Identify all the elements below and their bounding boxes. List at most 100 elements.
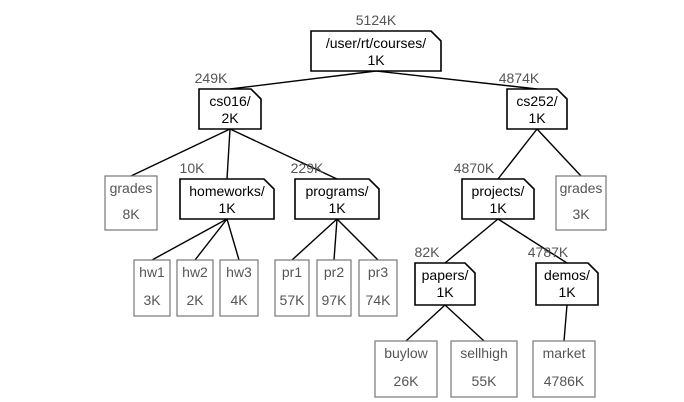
directory-name: homeworks/	[189, 183, 265, 199]
file-size: 4786K	[544, 373, 585, 389]
file-box	[450, 340, 518, 398]
directory-size: 1K	[436, 284, 454, 300]
file-node-grades-cs016[interactable]: grades 8K	[104, 175, 158, 231]
file-box	[133, 259, 171, 317]
file-size: 74K	[366, 292, 392, 308]
directory-box	[179, 178, 275, 220]
file-node-pr1[interactable]: pr1 57K	[274, 259, 310, 317]
directory-size: 1K	[558, 284, 576, 300]
directory-name: projects/	[472, 183, 525, 199]
file-name: hw1	[139, 264, 165, 280]
directory-name: /user/rt/courses/	[326, 35, 426, 51]
file-box	[374, 340, 438, 398]
file-node-sellhigh[interactable]: sellhigh 55K	[450, 340, 518, 398]
file-name: market	[543, 345, 586, 361]
tree-edges	[130, 70, 582, 342]
tree-nodes: /user/rt/courses/1K 5124K cs016/2K 249K cs25…	[104, 12, 607, 398]
directory-size: 1K	[218, 200, 236, 216]
file-box	[316, 259, 352, 317]
edge-cs016-grades-cs016	[130, 128, 231, 177]
directory-node-root[interactable]: /user/rt/courses/1K 5124K	[310, 12, 442, 72]
file-name: hw3	[226, 264, 252, 280]
file-name: buylow	[384, 345, 428, 361]
directory-node-homeworks[interactable]: homeworks/1K 10K	[179, 160, 275, 220]
file-node-buylow[interactable]: buylow 26K	[374, 340, 438, 398]
directory-box	[535, 262, 599, 306]
file-size: 57K	[280, 292, 306, 308]
file-size: 8K	[122, 206, 140, 222]
file-name: pr1	[282, 264, 302, 280]
edge-cs016-programs	[229, 128, 338, 180]
directory-name: cs016/	[209, 93, 250, 109]
edge-cs252-grades-cs252	[536, 128, 582, 177]
directory-name: papers/	[422, 267, 469, 283]
file-name: grades	[110, 180, 153, 196]
edge-root-cs252	[375, 70, 538, 90]
file-node-market[interactable]: market 4786K	[532, 340, 596, 398]
directory-size: 1K	[328, 200, 346, 216]
edge-projects-papers	[444, 218, 499, 264]
file-name: hw2	[182, 264, 208, 280]
directory-total-size: 10K	[180, 160, 206, 176]
file-size: 2K	[186, 292, 204, 308]
directory-total-size: 4874K	[499, 70, 540, 86]
directory-box	[461, 178, 535, 220]
directory-node-cs016[interactable]: cs016/2K 249K	[195, 70, 262, 130]
directory-name: demos/	[544, 267, 590, 283]
edge-homeworks-hw3	[226, 218, 240, 261]
file-box	[104, 175, 158, 231]
file-size: 3K	[143, 292, 161, 308]
file-name: pr2	[324, 264, 344, 280]
file-name: grades	[560, 180, 603, 196]
file-box	[555, 175, 607, 231]
edge-programs-pr1	[291, 218, 338, 261]
file-size: 3K	[572, 206, 590, 222]
file-box	[219, 259, 259, 317]
edge-homeworks-hw1	[151, 218, 228, 261]
edge-papers-buylow	[405, 304, 446, 342]
file-box	[532, 340, 596, 398]
edge-homeworks-hw2	[194, 218, 228, 261]
directory-size: 2K	[221, 110, 239, 126]
directory-total-size: 249K	[195, 70, 228, 86]
directory-size: 1K	[528, 110, 546, 126]
file-node-hw1[interactable]: hw1 3K	[133, 259, 171, 317]
file-node-hw2[interactable]: hw2 2K	[176, 259, 214, 317]
edge-cs016-homeworks	[226, 128, 231, 180]
directory-total-size: 4870K	[454, 160, 495, 176]
directory-box	[310, 30, 442, 72]
edge-programs-pr3	[336, 218, 379, 261]
edge-root-cs016	[229, 70, 377, 90]
directory-box	[414, 262, 476, 306]
file-size: 26K	[394, 373, 420, 389]
edge-papers-sellhigh	[444, 304, 485, 342]
file-box	[358, 259, 398, 317]
file-name: sellhigh	[460, 345, 507, 361]
directory-total-size: 4787K	[528, 244, 569, 260]
directory-name: programs/	[305, 183, 368, 199]
directory-node-projects[interactable]: projects/1K 4870K	[454, 160, 535, 220]
file-node-pr3[interactable]: pr3 74K	[358, 259, 398, 317]
file-size: 97K	[322, 292, 348, 308]
edge-programs-pr2	[333, 218, 338, 261]
directory-node-cs252[interactable]: cs252/1K 4874K	[499, 70, 568, 130]
file-node-hw3[interactable]: hw3 4K	[219, 259, 259, 317]
file-node-pr2[interactable]: pr2 97K	[316, 259, 352, 317]
file-size: 55K	[472, 373, 498, 389]
edge-demos-market	[563, 304, 568, 342]
file-size: 4K	[230, 292, 248, 308]
directory-size: 1K	[367, 52, 385, 68]
edge-projects-demos	[497, 218, 568, 264]
directory-name: cs252/	[516, 93, 557, 109]
directory-node-demos[interactable]: demos/1K 4787K	[528, 244, 599, 306]
directory-box	[198, 88, 262, 130]
file-node-grades-cs252[interactable]: grades 3K	[555, 175, 607, 231]
file-name: pr3	[368, 264, 388, 280]
directory-box	[506, 88, 568, 130]
directory-total-size: 5124K	[356, 12, 397, 28]
directory-size: 1K	[489, 200, 507, 216]
directory-box	[294, 178, 380, 220]
